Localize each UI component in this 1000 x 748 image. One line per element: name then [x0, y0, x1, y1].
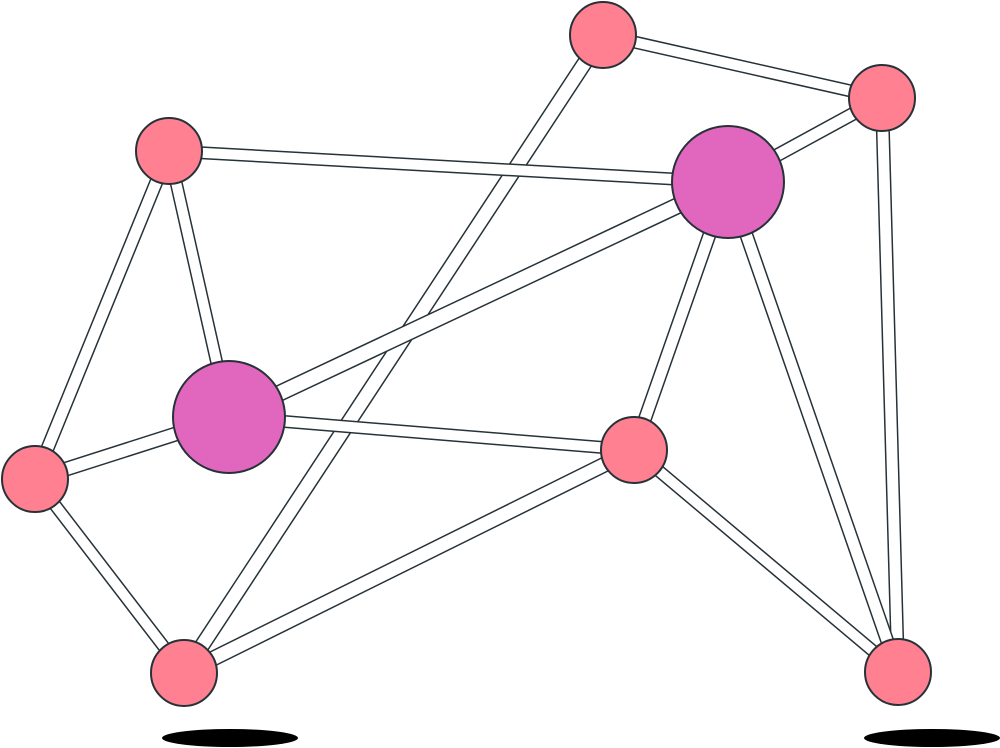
- node-f: [1, 445, 69, 513]
- edge-d-i: [721, 175, 905, 679]
- node-h: [150, 639, 218, 707]
- node-e: [172, 360, 286, 474]
- node-i: [864, 638, 932, 706]
- shadow-ellipse: [864, 729, 1000, 747]
- edge-c-d: [162, 144, 735, 189]
- ground-shadows: [162, 729, 1000, 747]
- edge-g-i: [627, 443, 905, 679]
- edge-e-g: [222, 410, 641, 457]
- edge-c-f: [28, 144, 176, 486]
- edge-a-h: [176, 27, 611, 681]
- edge-d-e: [220, 173, 737, 426]
- edge-b-i: [875, 91, 905, 679]
- edge-a-b: [596, 28, 889, 105]
- node-a: [569, 1, 637, 69]
- node-b: [848, 64, 916, 132]
- edge-g-h: [176, 442, 642, 681]
- node-d: [671, 125, 785, 239]
- node-g: [600, 416, 668, 484]
- shadow-ellipse: [162, 729, 298, 747]
- edge-f-h: [28, 472, 191, 680]
- node-c: [135, 117, 203, 185]
- nodes: [1, 1, 932, 707]
